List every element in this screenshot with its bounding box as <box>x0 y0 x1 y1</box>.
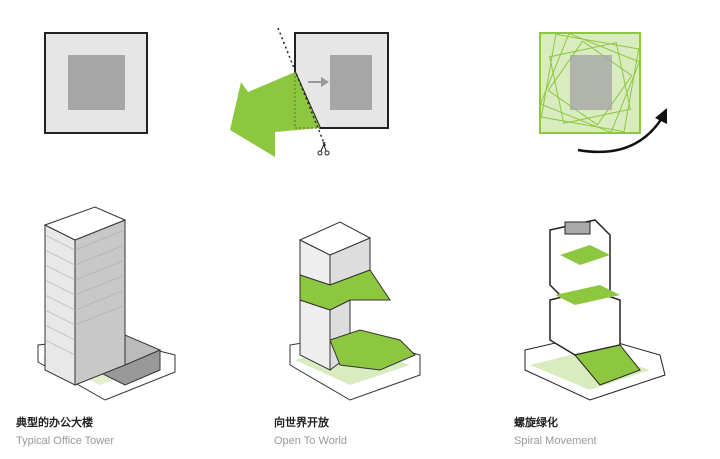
rotate-arrow-icon <box>577 117 664 154</box>
caption-zh: 向世界开放 <box>274 416 329 429</box>
scissors-icon <box>317 141 330 156</box>
caption-en: Open To World <box>274 435 347 447</box>
spiral-tower <box>524 219 666 401</box>
typical-tower <box>37 206 176 401</box>
caption-zh: 螺旋绿化 <box>514 416 558 429</box>
open-tower <box>289 221 421 401</box>
tower-floor-lines <box>44 229 126 356</box>
caption-typical-office-tower: 典型的办公大楼 Typical Office Tower <box>16 414 114 447</box>
caption-zh: 典型的办公大楼 <box>16 416 93 429</box>
typical-plan <box>44 32 148 134</box>
caption-open-to-world: 向世界开放 Open To World <box>274 414 347 447</box>
caption-en: Typical Office Tower <box>16 435 115 447</box>
arrow-right-icon <box>321 77 329 87</box>
open-plan <box>230 27 389 157</box>
caption-en: Spiral Movement <box>514 435 597 447</box>
green-arrow-icon <box>230 72 320 157</box>
spiral-plan <box>539 32 667 154</box>
caption-spiral-movement: 螺旋绿化 Spiral Movement <box>514 414 597 447</box>
